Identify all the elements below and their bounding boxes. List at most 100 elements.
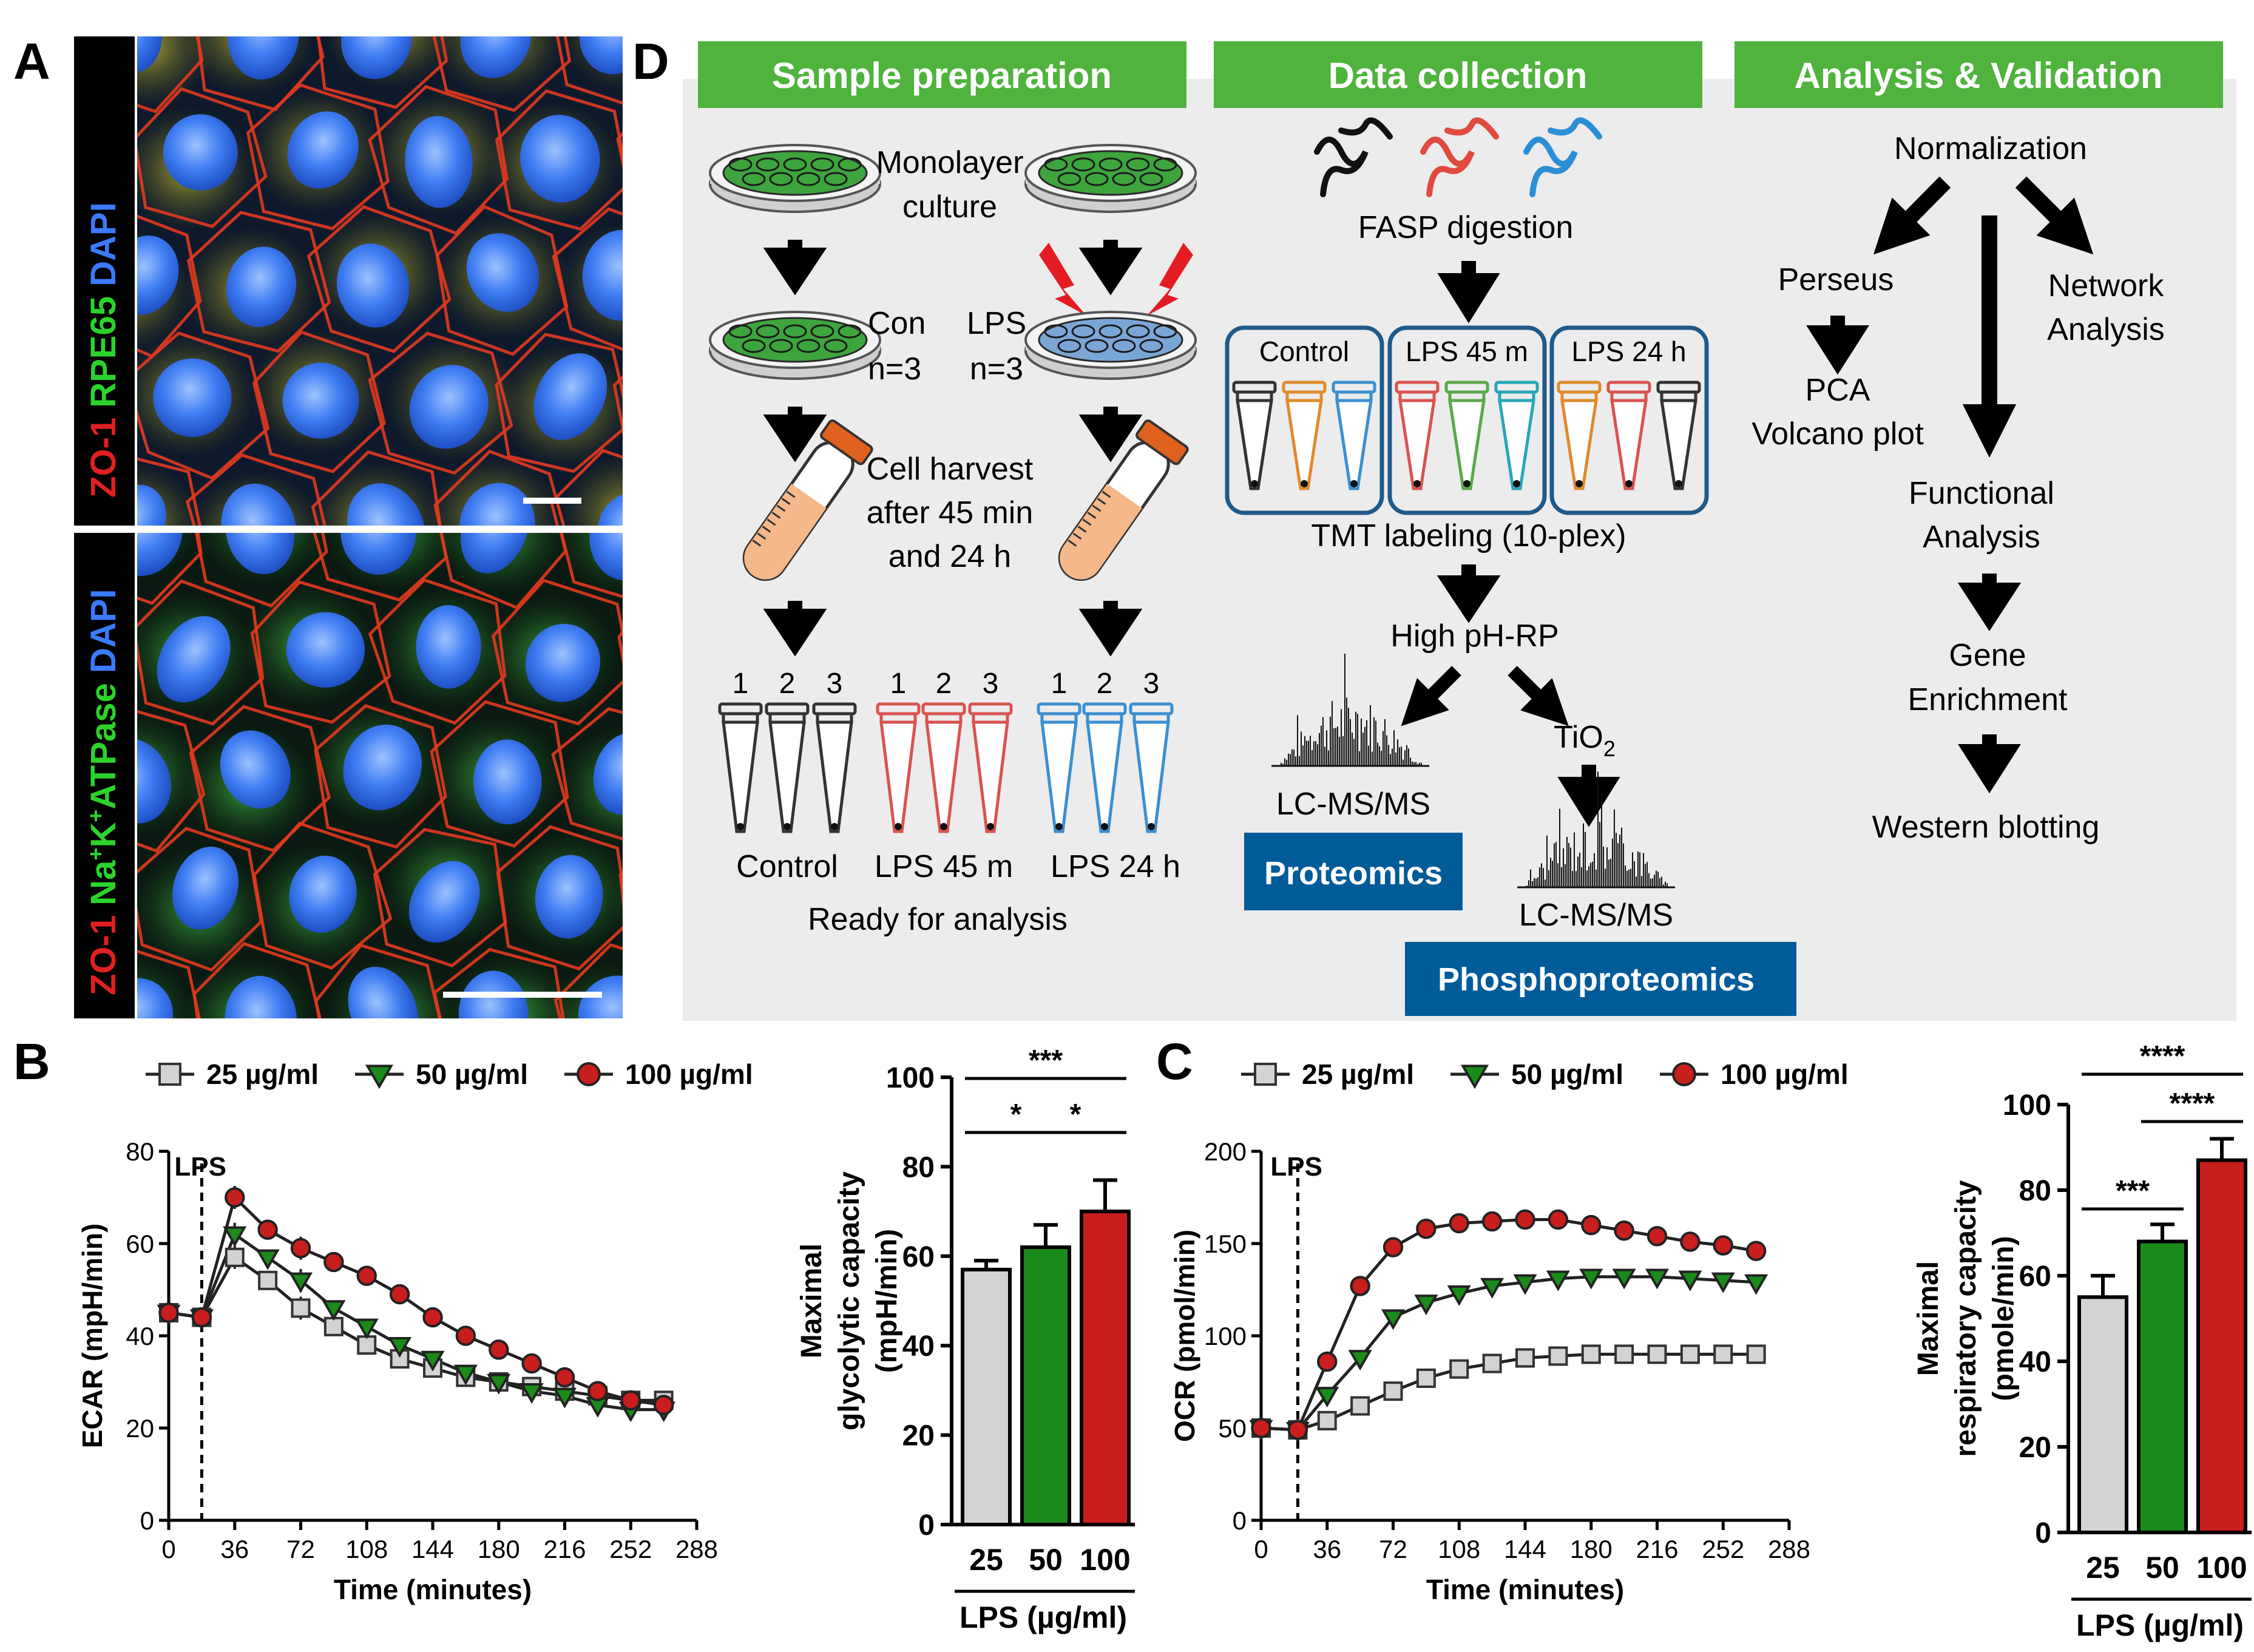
y-tick-label: 20 (902, 1420, 935, 1452)
tube-tick (1077, 526, 1087, 533)
tight-junction (552, 207, 623, 351)
stain-label-part: ZO-1 (84, 418, 123, 498)
tight-junction (313, 533, 448, 602)
lps-n: n=3 (970, 351, 1023, 387)
micrograph-top (137, 36, 623, 526)
cell (1126, 157, 1150, 172)
cytoplasm-glow (561, 222, 623, 345)
group-label-control: Control (736, 849, 838, 884)
y-tick-label: 80 (2019, 1175, 2051, 1207)
scale-bar-top (523, 498, 581, 504)
tmt-box-label: Control (1259, 336, 1349, 367)
x-tick-label: 180 (478, 1535, 520, 1563)
y-tick-label: 80 (126, 1137, 154, 1166)
nucleus (226, 246, 297, 327)
tight-junction (495, 333, 623, 473)
tube-tick (767, 518, 776, 526)
series-line (1261, 1218, 1757, 1432)
arrow-down-1 (763, 240, 827, 296)
cell (742, 339, 766, 353)
harvest-text-1: Cell harvest (867, 452, 1034, 487)
arrow-down-5 (763, 601, 827, 657)
x-tick-label: 0 (1254, 1535, 1268, 1563)
tight-junction (491, 578, 623, 726)
nucleus (157, 616, 231, 703)
perseus-text: Perseus (1778, 262, 1894, 297)
marker-triangle (1460, 1065, 1489, 1089)
sample-tube (921, 702, 966, 833)
arrow-down-3 (763, 407, 827, 462)
tube-pellet (737, 823, 744, 830)
harvest-tube (742, 419, 873, 581)
marker-circle (1548, 1209, 1569, 1230)
tube-liquid (744, 484, 827, 580)
y-tick-label: 100 (886, 1062, 935, 1094)
cell (1057, 172, 1081, 186)
nucleus (137, 235, 179, 315)
y-axis-title: ECAR (mpH/min) (76, 1224, 108, 1449)
marker-circle (1383, 1237, 1404, 1258)
marker-triangle (552, 1387, 577, 1409)
nucleus (343, 724, 422, 810)
y-tick-label: 50 (1218, 1414, 1247, 1443)
tmt-box (1225, 325, 1384, 515)
marker-square (323, 1316, 344, 1336)
marker-triangle (487, 1373, 511, 1395)
functional-text-1: Functional (1909, 476, 2054, 511)
tube-cap (820, 419, 873, 465)
stain-label-part: ZO-1 (84, 915, 123, 995)
tight-junction (189, 705, 331, 853)
y-tick-label: 80 (902, 1151, 935, 1183)
series-line (1261, 1275, 1756, 1432)
tmt-box (1387, 325, 1547, 515)
cell (1112, 172, 1136, 186)
stain-label-part: + (83, 810, 108, 822)
tube-pellet (1350, 480, 1358, 487)
tmt-box (1549, 325, 1709, 515)
tube-pellet (1055, 823, 1063, 830)
tight-junction (306, 205, 452, 353)
group-label-lps24: LPS 24 h (1051, 849, 1180, 884)
header-text-analysis: Analysis & Validation (1795, 55, 2163, 96)
tight-junction (137, 709, 206, 853)
marker-square (258, 1270, 278, 1290)
nucleus (340, 533, 416, 575)
nucleus (460, 36, 532, 78)
tube-pellet (1575, 480, 1583, 487)
bar (1080, 1210, 1131, 1526)
tight-junction (192, 942, 322, 1018)
category-label: 50 (2145, 1551, 2179, 1585)
label-strip-bottom (74, 533, 135, 1018)
sample-tube (1332, 381, 1376, 490)
tight-junction (617, 629, 623, 665)
marker-circle (225, 1187, 245, 1208)
cytoplasm-glow (609, 865, 623, 938)
tube-pellet (1301, 480, 1308, 487)
x-tick-label: 216 (1636, 1535, 1678, 1563)
nucleus (525, 623, 601, 702)
nucleus (228, 36, 299, 80)
y-tick-label: 20 (126, 1414, 154, 1443)
nucleus (137, 533, 183, 577)
stain-label-top: ZO-1 RPE65 DAPI (84, 202, 123, 498)
category-label: 50 (1029, 1543, 1063, 1577)
marker-circle (191, 1307, 212, 1328)
tight-junction (439, 533, 567, 610)
monolayer-text-1: Monolayer (876, 145, 1024, 180)
legend-label: 25 µg/ml (206, 1058, 319, 1090)
tube-pellet (940, 823, 947, 830)
y-axis-title: OCR (pmol/min) (1169, 1230, 1200, 1442)
significance-label: * (1010, 1099, 1022, 1131)
cell (1071, 157, 1095, 172)
y-tick-label: 0 (1233, 1506, 1247, 1535)
marker-circle (1416, 1218, 1437, 1239)
x-tick-label: 108 (345, 1535, 388, 1563)
marker-circle (554, 1367, 575, 1388)
tight-junction (137, 579, 265, 726)
monolayer-text-2: culture (902, 189, 997, 225)
marker-triangle (1414, 1295, 1438, 1316)
nucleus (593, 733, 623, 815)
group-label-lps45: LPS 45 m (875, 849, 1013, 884)
